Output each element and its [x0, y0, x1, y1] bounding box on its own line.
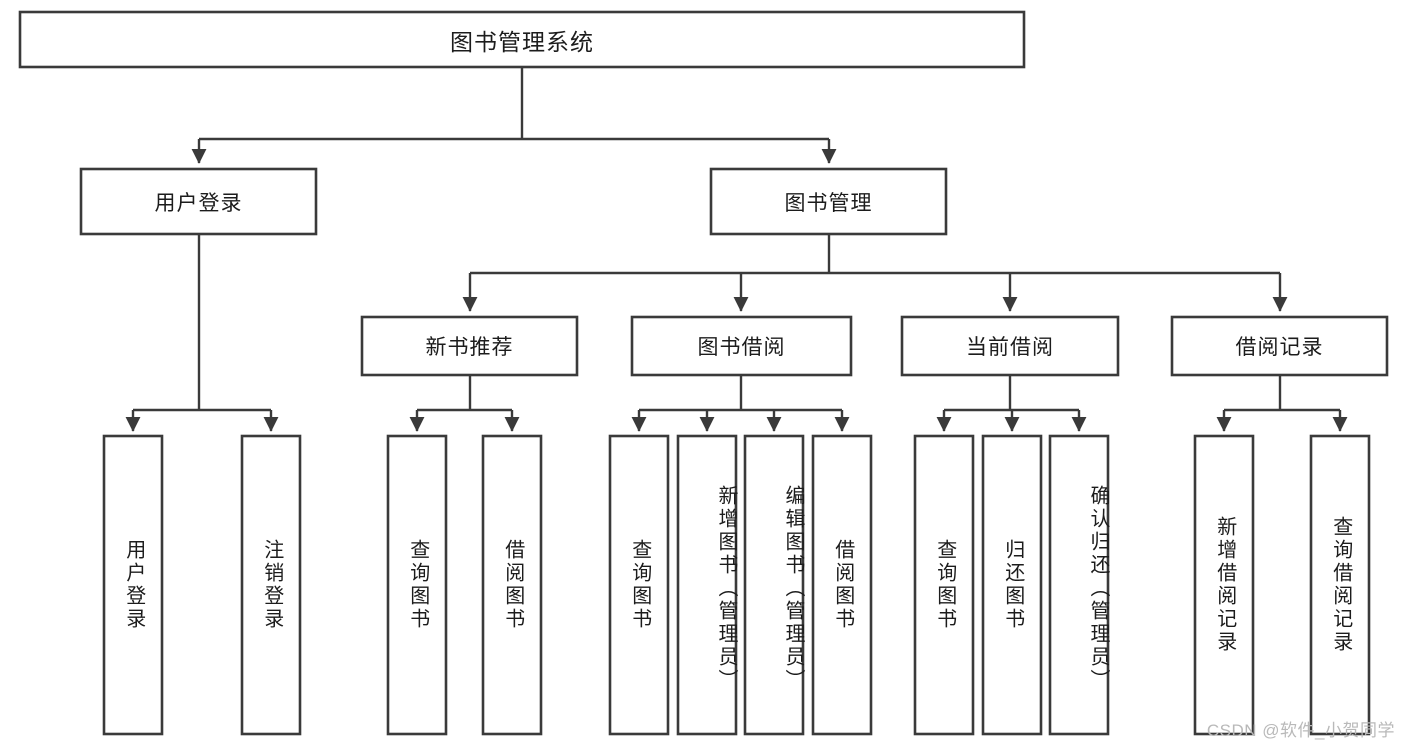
leaf-box-6[interactable] [743, 434, 805, 736]
node-box-borrow-record[interactable] [1170, 315, 1389, 377]
leaf-box-2[interactable] [386, 434, 448, 736]
node-box-new-book-rec[interactable] [360, 315, 579, 377]
leaf-box-3[interactable] [481, 434, 543, 736]
node-box-user-login[interactable] [79, 167, 318, 236]
node-box-current-borrow[interactable] [900, 315, 1120, 377]
leaf-box-9[interactable] [981, 434, 1043, 736]
node-box-book-borrow[interactable] [630, 315, 853, 377]
leaf-box-10[interactable] [1048, 434, 1110, 736]
leaf-box-11[interactable] [1193, 434, 1255, 736]
node-box-root[interactable] [18, 10, 1026, 69]
leaf-box-7[interactable] [811, 434, 873, 736]
node-box-book-manage[interactable] [709, 167, 948, 236]
leaf-box-4[interactable] [608, 434, 670, 736]
leaf-box-8[interactable] [913, 434, 975, 736]
leaf-box-0[interactable] [102, 434, 164, 736]
leaf-box-5[interactable] [676, 434, 738, 736]
leaf-box-1[interactable] [240, 434, 302, 736]
leaf-box-12[interactable] [1309, 434, 1371, 736]
